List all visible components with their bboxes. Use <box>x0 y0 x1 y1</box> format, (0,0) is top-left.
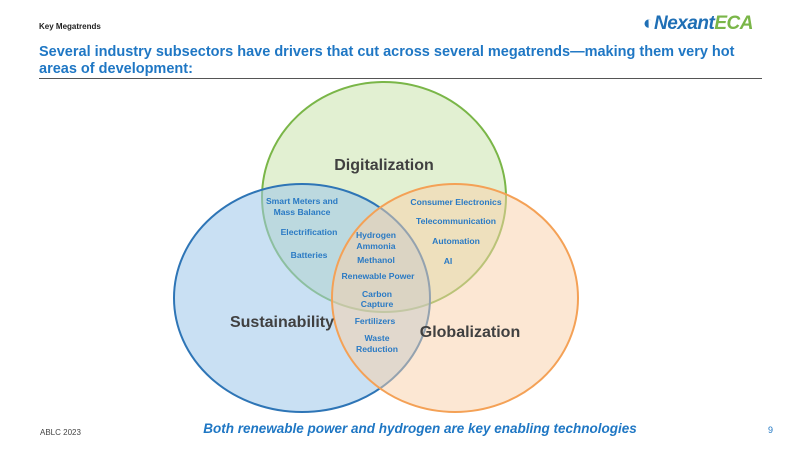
item: Mass Balance <box>274 207 331 217</box>
item: Reduction <box>356 344 398 354</box>
item: Waste <box>365 333 390 343</box>
label-sustainability: Sustainability <box>230 314 334 331</box>
item: Consumer Electronics <box>410 197 501 207</box>
item: Batteries <box>291 250 328 260</box>
label-digitalization: Digitalization <box>334 157 434 174</box>
item: Capture <box>361 299 394 309</box>
item: Electrification <box>281 227 338 237</box>
item: Telecommunication <box>416 216 496 226</box>
item: Carbon <box>362 289 392 299</box>
section-label: Key Megatrends <box>39 22 101 31</box>
item: Methanol <box>357 255 395 265</box>
label-globalization: Globalization <box>420 324 520 341</box>
title-divider <box>39 78 762 79</box>
item: Hydrogen <box>356 230 396 240</box>
logo: ◐NexantECA <box>643 13 753 34</box>
footer-event: ABLC 2023 <box>40 428 81 437</box>
item: Ammonia <box>356 241 395 251</box>
logo-mark-icon: ◐ <box>643 13 654 34</box>
item: Smart Meters and <box>266 196 338 206</box>
slide-title: Several industry subsectors have drivers… <box>39 44 735 77</box>
circle-globalization <box>331 183 579 413</box>
item: Automation <box>432 236 480 246</box>
page-number: 9 <box>768 425 774 435</box>
item: Fertilizers <box>355 316 396 326</box>
item: Renewable Power <box>341 271 415 281</box>
tagline: Both renewable power and hydrogen are ke… <box>203 421 637 436</box>
item: AI <box>444 256 453 266</box>
